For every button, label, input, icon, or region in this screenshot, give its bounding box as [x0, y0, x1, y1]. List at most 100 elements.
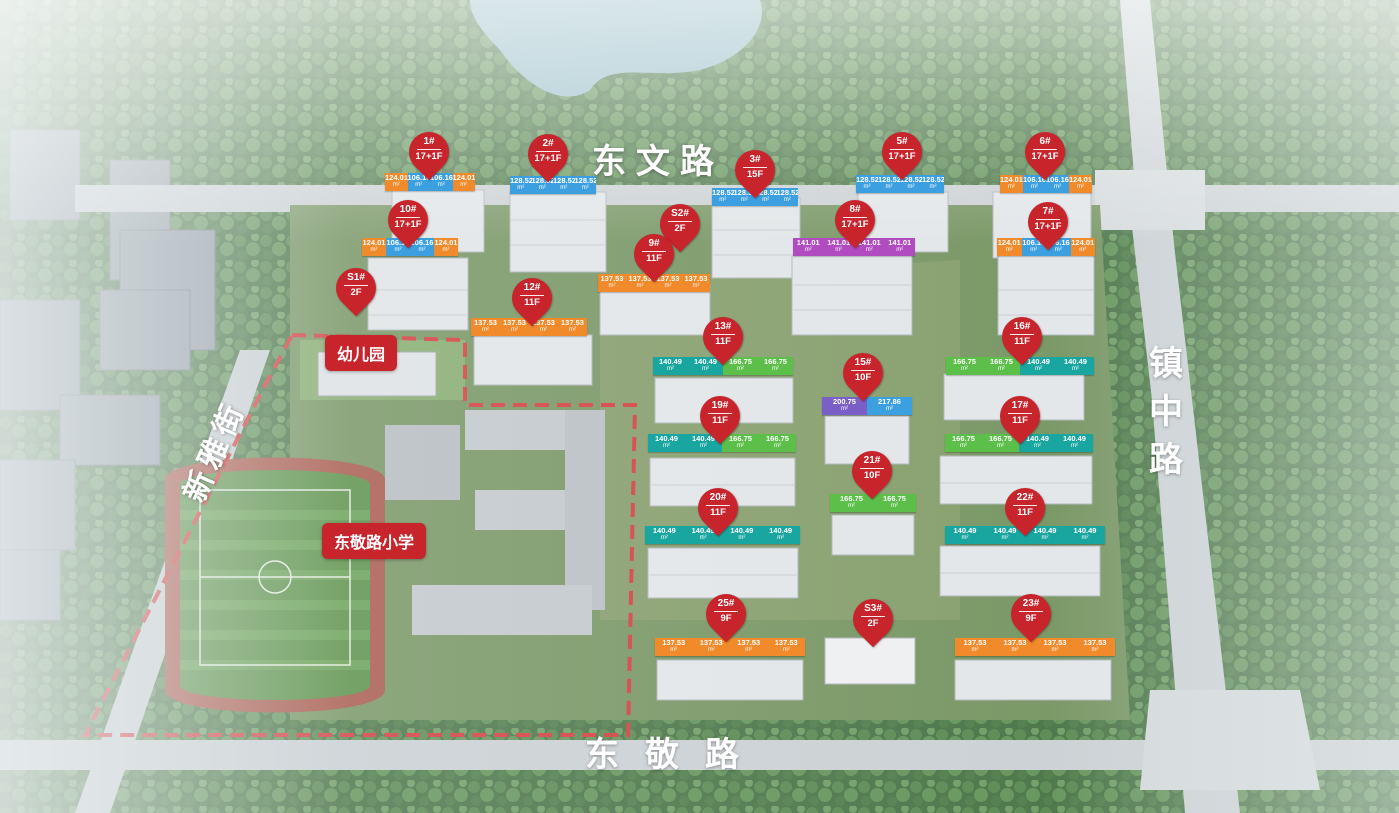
building-marker-S2[interactable]: S2#2F [651, 195, 709, 253]
building-marker-9[interactable]: 9#11F [625, 225, 683, 283]
building-marker-13[interactable]: 13#11F [694, 308, 752, 366]
unit-area-unit: m² [885, 184, 893, 190]
unit-area-unit: m² [896, 247, 904, 253]
unit-area-value: 124.01 [452, 173, 476, 182]
building-marker-text: 23#9F [1011, 598, 1051, 625]
building-marker-7[interactable]: 7#17+1F [1019, 193, 1077, 251]
unit-area-value: 166.75 [729, 357, 752, 366]
building-marker-10[interactable]: 10#17+1F [379, 191, 437, 249]
building-marker-23[interactable]: 23#9F [1002, 585, 1060, 643]
building-marker-1[interactable]: 1#17+1F [400, 123, 458, 181]
unit-area-unit: m² [841, 406, 848, 412]
building-marker-25[interactable]: 25#9F [697, 585, 755, 643]
building-marker-3[interactable]: 3#15F [726, 141, 784, 199]
building-number: 6# [1033, 136, 1057, 150]
unit-area-value: 128.52 [553, 176, 575, 185]
unit-area-value: 124.01 [997, 238, 1021, 247]
building-floors: 11F [646, 253, 662, 264]
unit-area-unit: m² [891, 503, 898, 509]
unit-area-unit: m² [667, 366, 674, 372]
unit-area-value: 128.52 [510, 176, 532, 185]
building-marker-16[interactable]: 16#11F [993, 308, 1051, 366]
building-marker-8[interactable]: 8#17+1F [826, 191, 884, 249]
building-marker-6[interactable]: 6#17+1F [1016, 123, 1074, 181]
unit-area-unit: m² [540, 327, 547, 333]
unit-area-value: 166.75 [840, 494, 863, 503]
building-marker-19[interactable]: 19#11F [691, 387, 749, 445]
unit-area-unit: m² [569, 327, 576, 333]
building-marker-12[interactable]: 12#11F [503, 269, 561, 327]
unit-area-value: 128.52 [900, 175, 922, 184]
building-number: 8# [843, 204, 867, 218]
unit-area-unit: m² [415, 182, 423, 188]
unit-area-unit: m² [538, 185, 546, 191]
unit-area-value: 137.53 [662, 638, 686, 647]
building-floors: 11F [1012, 415, 1028, 426]
unit-area-unit: m² [738, 535, 746, 541]
unit-area-value: 166.75 [952, 434, 975, 443]
unit-area-value: 128.52 [574, 176, 597, 185]
unit-area-value: 137.53 [628, 274, 652, 283]
unit-area-unit: m² [772, 366, 779, 372]
building-marker-2[interactable]: 2#17+1F [519, 125, 577, 183]
unit-area-unit: m² [370, 247, 378, 253]
building-floors: 17+1F [1034, 221, 1062, 232]
building-number: 19# [708, 400, 732, 414]
unit-area-value: 137.53 [503, 318, 526, 327]
unit-area-unit: m² [392, 182, 400, 188]
building-marker-22[interactable]: 22#11F [996, 479, 1054, 537]
building-floors: 2F [350, 287, 362, 298]
school-label: 东敬路小学 [322, 523, 427, 559]
unit-area-unit: m² [835, 247, 843, 253]
unit-area-unit: m² [700, 443, 707, 449]
unit-area-unit: m² [482, 327, 489, 333]
unit-area-value: 137.53 [561, 318, 584, 327]
unit-area-unit: m² [740, 197, 748, 203]
building-number: 2# [536, 138, 560, 152]
unit-area-unit: m² [1011, 647, 1019, 653]
building-number: 16# [1010, 321, 1034, 335]
building-marker-15[interactable]: 15#10F [834, 344, 892, 402]
building-marker-20[interactable]: 20#11F [689, 479, 747, 537]
unit-area-unit: m² [1005, 247, 1013, 253]
unit-area-value: 128.52 [531, 176, 554, 185]
building-marker-21[interactable]: 21#10F [843, 442, 901, 500]
unit-area-value: 140.49 [769, 526, 793, 535]
building-floors: 17+1F [888, 151, 916, 162]
building-marker-S3[interactable]: S3#2F [844, 590, 902, 648]
building-marker-17[interactable]: 17#11F [991, 387, 1049, 445]
building-marker-5[interactable]: 5#17+1F [873, 123, 931, 181]
building-marker-S1[interactable]: S1#2F [327, 259, 385, 317]
building-floors: 11F [715, 336, 731, 347]
unit-area-unit: m² [394, 247, 402, 253]
unit-area-unit: m² [745, 647, 753, 653]
unit-area-unit: m² [437, 182, 445, 188]
unit-area-value: 106.16 [407, 173, 431, 182]
unit-area-unit: m² [1001, 535, 1009, 541]
